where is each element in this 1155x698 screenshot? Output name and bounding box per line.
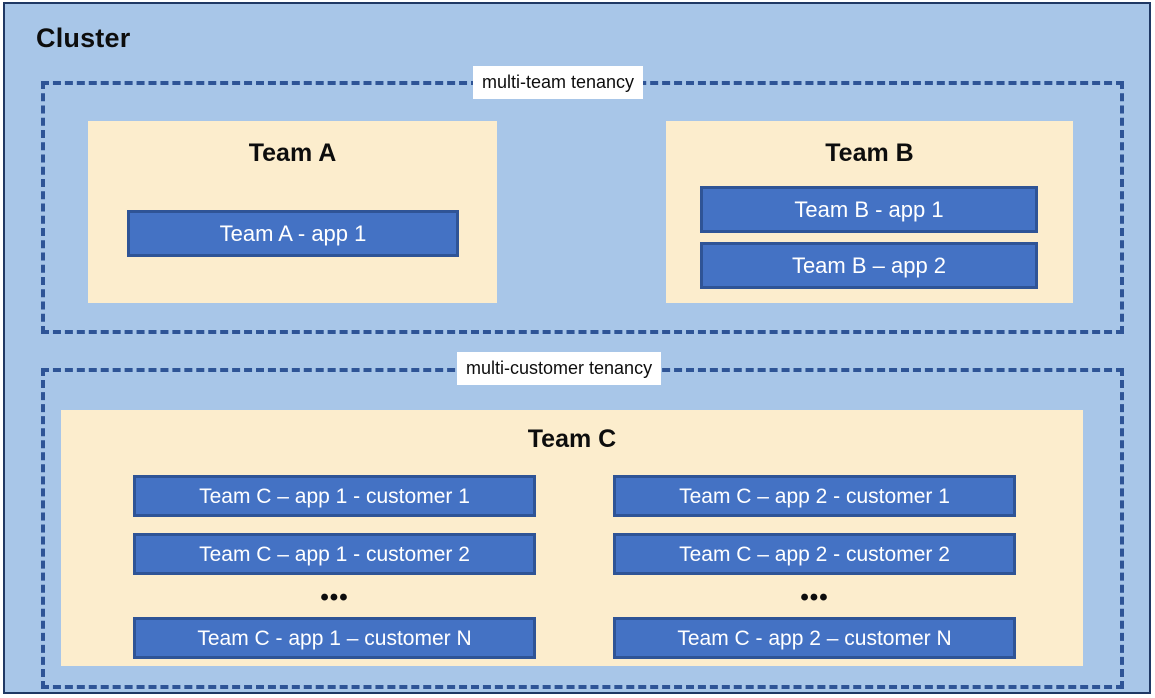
app-box-team-c-app-2-customer-n[interactable]: Team C - app 2 – customer N bbox=[613, 617, 1016, 659]
ellipsis-team-c-app-2: ••• bbox=[800, 584, 829, 611]
ellipsis-team-c-app-1: ••• bbox=[320, 584, 349, 611]
app-box-team-b-app-1[interactable]: Team B - app 1 bbox=[700, 186, 1038, 233]
app-box-team-c-app-2-customer-1[interactable]: Team C – app 2 - customer 1 bbox=[613, 475, 1016, 517]
cluster-container: Cluster multi-team tenancy Team A Team A… bbox=[3, 2, 1151, 694]
team-b-title: Team B bbox=[825, 139, 914, 167]
team-a-title: Team A bbox=[248, 139, 337, 167]
cluster-title: Cluster bbox=[36, 23, 131, 53]
app-box-team-a-app-1[interactable]: Team A - app 1 bbox=[127, 210, 459, 257]
tenancy-label-multi-team: multi-team tenancy bbox=[473, 66, 644, 99]
tenancy-label-multi-customer: multi-customer tenancy bbox=[457, 352, 662, 385]
app-box-team-c-app-1-customer-2[interactable]: Team C – app 1 - customer 2 bbox=[133, 533, 536, 575]
app-box-team-c-app-1-customer-n[interactable]: Team C - app 1 – customer N bbox=[133, 617, 536, 659]
app-box-team-c-app-1-customer-1[interactable]: Team C – app 1 - customer 1 bbox=[133, 475, 536, 517]
app-box-team-c-app-2-customer-2[interactable]: Team C – app 2 - customer 2 bbox=[613, 533, 1016, 575]
app-box-team-b-app-2[interactable]: Team B – app 2 bbox=[700, 242, 1038, 289]
team-c-title: Team C bbox=[527, 425, 617, 453]
